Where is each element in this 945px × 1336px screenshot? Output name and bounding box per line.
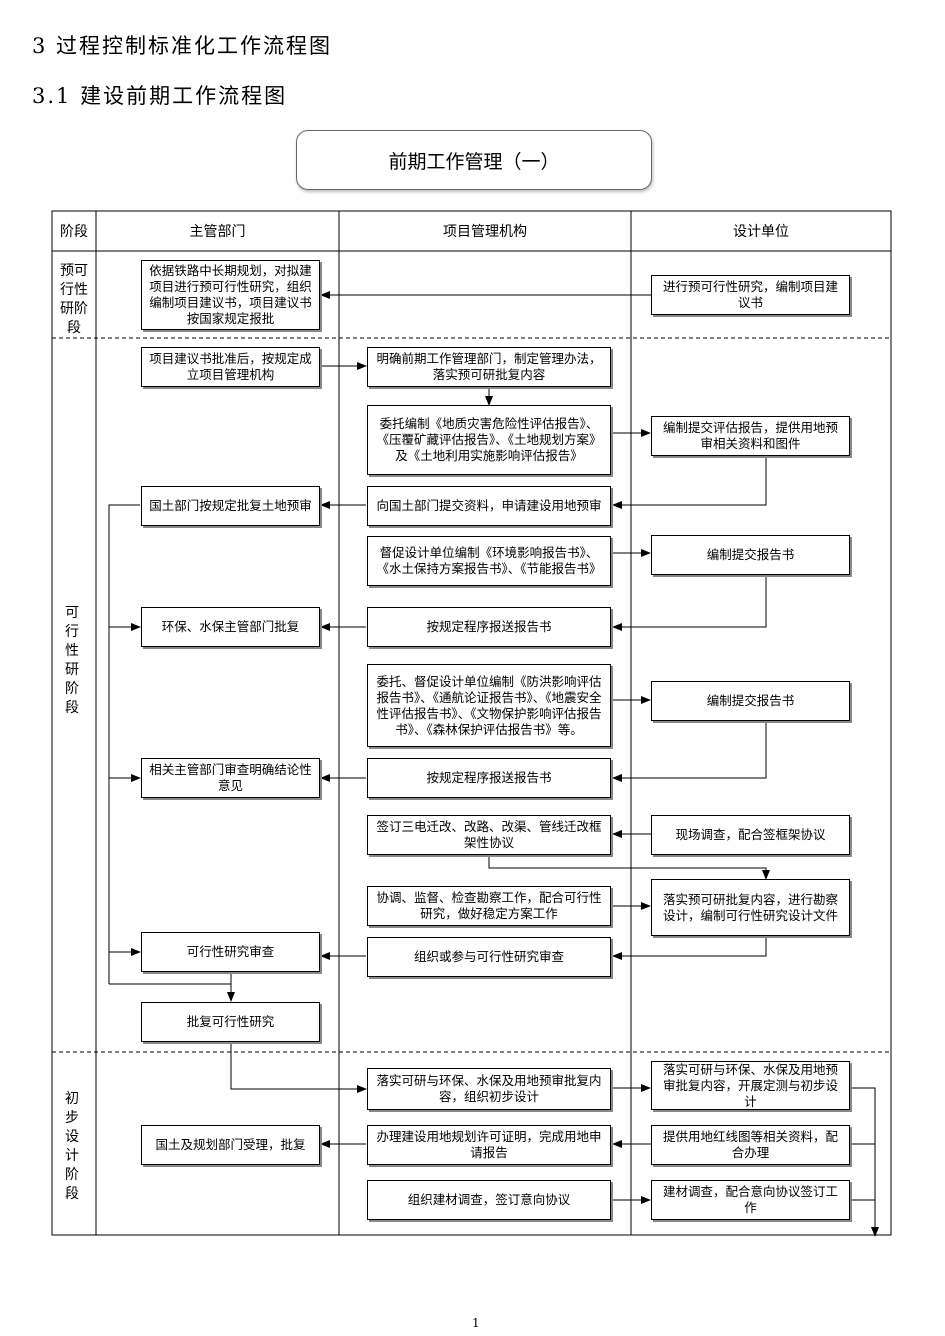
org-box-commission-reports: 委托编制《地质灾害危险性评估报告》、《压覆矿藏评估报告》、《土地规划方案》及《土… [367,405,611,475]
box-text: 按规定程序报送报告书 [426,619,552,634]
org-box-coordinate-survey: 协调、监督、检查勘察工作，配合可行性研究，做好稳定方案工作 [367,886,611,926]
box-text: 向国土部门提交资料，申请建设用地预审 [376,498,602,513]
org-box-other-reports: 委托、督促设计单位编制《防洪影响评估报告书》、《通航论证报告书》、《地震安全性评… [367,664,611,747]
box-text: 建材调查，配合意向协议签订工作 [662,1184,838,1215]
dept-box-proposal: 依据铁路中长期规划，对拟建项目进行预可行性研究，组织编制项目建议书，项目建议书按… [141,260,320,330]
col-header-dept: 主管部门 [189,224,246,240]
dept-box-env-approval: 环保、水保主管部门批复 [141,607,320,647]
box-text: 督促设计单位编制《环境影响报告书》、《水土保持方案报告书》、《节能报告书》 [376,545,602,576]
dept-box-review-opinion: 相关主管部门审查明确结论性意见 [141,758,320,798]
org-box-preliminary-design: 落实可研与环保、水保及用地预审批复内容，组织初步设计 [367,1068,611,1110]
box-text: 进行预可行性研究，编制项目建议书 [662,279,838,310]
dept-box-establish-org: 项目建议书批准后，按规定成立项目管理机构 [141,347,320,387]
dept-box-land-approval: 国土部门按规定批复土地预审 [141,486,320,526]
box-text: 办理建设用地规划许可证明，完成用地申请报告 [376,1129,602,1160]
box-text: 编制提交报告书 [706,693,795,708]
col-header-stage: 阶段 [60,224,88,240]
box-text: 国土及规划部门受理，批复 [155,1137,306,1152]
box-text: 相关主管部门审查明确结论性意见 [149,762,312,793]
stage-label-feasibility: 可行性研阶段 [65,605,79,716]
stage-label-preliminary: 初步设计阶段 [65,1091,79,1202]
box-text: 组织或参与可行性研究审查 [413,949,564,964]
box-text: 现场调查，配合签框架协议 [675,827,826,842]
box-text: 可行性研究审查 [186,944,275,959]
box-text: 委托编制《地质灾害危险性评估报告》、《压覆矿藏评估报告》、《土地规划方案》及《土… [376,416,602,463]
org-box-organize-review: 组织或参与可行性研究审查 [367,937,611,977]
box-text: 批复可行性研究 [186,1014,275,1029]
design-box-material-agreement: 建材调查，配合意向协议签订工作 [651,1180,850,1220]
design-box-red-line: 提供用地红线图等相关资料，配合办理 [651,1125,850,1165]
design-box-prefeasibility: 进行预可行性研究，编制项目建议书 [651,275,850,315]
box-text: 协调、监督、检查勘察工作，配合可行性研究，做好稳定方案工作 [376,890,602,921]
design-box-survey-design: 落实可研与环保、水保及用地预审批复内容，开展定测与初步设计 [651,1061,850,1110]
box-text: 依据铁路中长期规划，对拟建项目进行预可行性研究，组织编制项目建议书，项目建议书按… [149,263,312,326]
box-text: 落实可研与环保、水保及用地预审批复内容，组织初步设计 [376,1073,602,1104]
flowchart-title: 前期工作管理（一） [296,130,652,190]
col-header-design: 设计单位 [733,224,789,240]
box-text: 项目建议书批准后，按规定成立项目管理机构 [149,351,312,382]
design-box-site-survey: 现场调查，配合签框架协议 [651,815,850,855]
box-text: 按规定程序报送报告书 [426,770,552,785]
heading-section: 3 过程控制标准化工作流程图 [32,34,333,58]
col-header-org: 项目管理机构 [443,224,527,240]
box-text: 环保、水保主管部门批复 [161,619,300,634]
org-box-material-survey: 组织建材调查，签订意向协议 [367,1180,611,1220]
box-text: 编制提交评估报告，提供用地预审相关资料和图件 [662,420,838,451]
box-text: 编制提交报告书 [706,547,795,562]
dept-box-approve-feasibility: 批复可行性研究 [141,1002,320,1042]
box-text: 提供用地红线图等相关资料，配合办理 [662,1129,838,1160]
dept-box-feasibility-review: 可行性研究审查 [141,932,320,972]
box-text: 落实预可研批复内容，进行勘察设计，编制可行性研究设计文件 [662,891,838,923]
org-box-management-dept: 明确前期工作管理部门，制定管理办法，落实预可研批复内容 [367,347,611,387]
design-box-submit-reports-1: 编制提交报告书 [651,535,850,575]
box-text: 组织建材调查，签订意向协议 [407,1192,571,1207]
org-box-framework-agreement: 签订三电迁改、改路、改渠、管线迁改框架性协议 [367,815,611,855]
page-number: 1 [472,1316,480,1330]
box-text: 明确前期工作管理部门，制定管理办法，落实预可研批复内容 [376,351,602,382]
box-text: 委托、督促设计单位编制《防洪影响评估报告书》、《通航论证报告书》、《地震安全性评… [376,673,602,737]
org-box-land-permit: 办理建设用地规划许可证明，完成用地申请报告 [367,1125,611,1165]
org-box-env-reports: 督促设计单位编制《环境影响报告书》、《水土保持方案报告书》、《节能报告书》 [367,536,611,586]
org-box-send-reports-2: 按规定程序报送报告书 [367,758,611,798]
box-text: 落实可研与环保、水保及用地预审批复内容，开展定测与初步设计 [662,1061,838,1109]
design-box-evaluation-reports: 编制提交评估报告，提供用地预审相关资料和图件 [651,416,850,456]
box-text: 签订三电迁改、改路、改渠、管线迁改框架性协议 [376,819,602,850]
org-box-submit-land: 向国土部门提交资料，申请建设用地预审 [367,486,611,526]
design-box-submit-reports-2: 编制提交报告书 [651,681,850,721]
dept-box-land-planning: 国土及规划部门受理，批复 [141,1125,320,1165]
heading-subsection: 3.1 建设前期工作流程图 [32,84,288,108]
box-text: 国土部门按规定批复土地预审 [149,498,312,513]
design-box-feasibility-docs: 落实预可研批复内容，进行勘察设计，编制可行性研究设计文件 [651,879,850,936]
org-box-send-reports-1: 按规定程序报送报告书 [367,607,611,647]
stage-label-pre-feasibility: 预可行性研阶段 [60,263,88,336]
